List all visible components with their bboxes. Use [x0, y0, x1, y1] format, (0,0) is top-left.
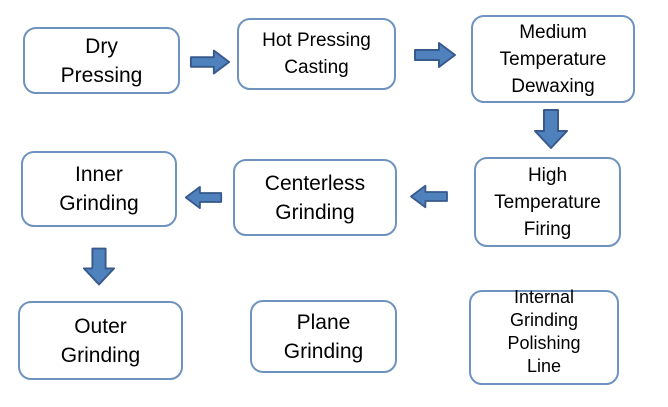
node-label-line: Hot Pressing — [262, 30, 371, 51]
node-outer-grinding: Outer Grinding — [18, 301, 183, 380]
block-arrow-right-icon — [189, 49, 231, 75]
node-label: Internal Grinding Polishing Line — [507, 286, 580, 378]
node-label-line: Grinding — [509, 310, 579, 330]
block-arrow-right-icon — [414, 42, 456, 68]
node-label-line: Medium — [519, 21, 587, 43]
node-label-line: Dry — [85, 34, 118, 58]
node-label: High Temperature Firing — [494, 162, 601, 243]
block-arrow-down-icon — [534, 109, 568, 149]
node-label-line: Grinding — [60, 343, 141, 367]
node-label-line: Internal — [513, 287, 575, 307]
node-label-line: Plane — [296, 310, 351, 334]
node-label: Inner Grinding — [59, 160, 138, 218]
block-arrow-down-icon — [82, 247, 116, 286]
node-label-line: Temperature — [499, 48, 607, 70]
node-plane-grinding: Plane Grinding — [250, 300, 397, 373]
arrow-right-dry-to-hot — [189, 47, 231, 77]
node-label-line: Inner — [75, 163, 123, 186]
arrow-left-firing-to-centerless — [409, 183, 449, 210]
node-label-line: Line — [526, 356, 561, 376]
node-label-line: Grinding — [59, 192, 139, 215]
block-arrow-left-icon — [410, 184, 448, 209]
node-label: Dry Pressing — [61, 32, 143, 90]
node-label-line: Dewaxing — [511, 75, 595, 97]
node-inner-grinding: Inner Grinding — [21, 151, 177, 227]
node-label: Centerless Grinding — [265, 169, 365, 227]
node-centerless-grinding: Centerless Grinding — [233, 159, 397, 236]
node-label-line: Centerless — [264, 171, 366, 195]
node-high-temperature-firing: High Temperature Firing — [474, 157, 621, 247]
node-label: Hot Pressing Casting — [262, 27, 371, 81]
arrow-down-dewaxing-to-firing — [533, 108, 569, 150]
node-label-line: Casting — [284, 57, 349, 78]
node-internal-grinding-polishing-line: Internal Grinding Polishing Line — [469, 287, 619, 385]
block-arrow-left-icon — [184, 185, 223, 210]
node-medium-temperature-dewaxing: Medium Temperature Dewaxing — [471, 15, 635, 103]
arrow-down-inner-to-outer — [82, 246, 116, 287]
node-label-line: Grinding — [283, 339, 364, 363]
node-label: Plane Grinding — [284, 308, 363, 366]
node-label: Medium Temperature Dewaxing — [500, 19, 607, 100]
node-label-line: Firing — [523, 218, 572, 240]
node-dry-pressing: Dry Pressing — [23, 27, 180, 94]
node-label: Outer Grinding — [61, 312, 140, 370]
node-label-line: Polishing — [507, 333, 581, 353]
node-label-line: High — [527, 164, 568, 186]
node-hot-pressing-casting: Hot Pressing Casting — [237, 18, 396, 90]
arrow-right-hot-to-dewaxing — [413, 40, 457, 70]
node-label-line: Pressing — [60, 63, 143, 87]
node-label-line: Outer — [74, 314, 127, 338]
node-label-line: Grinding — [275, 200, 355, 224]
node-label-line: Temperature — [494, 191, 601, 213]
arrow-left-centerless-to-inner — [184, 184, 223, 211]
